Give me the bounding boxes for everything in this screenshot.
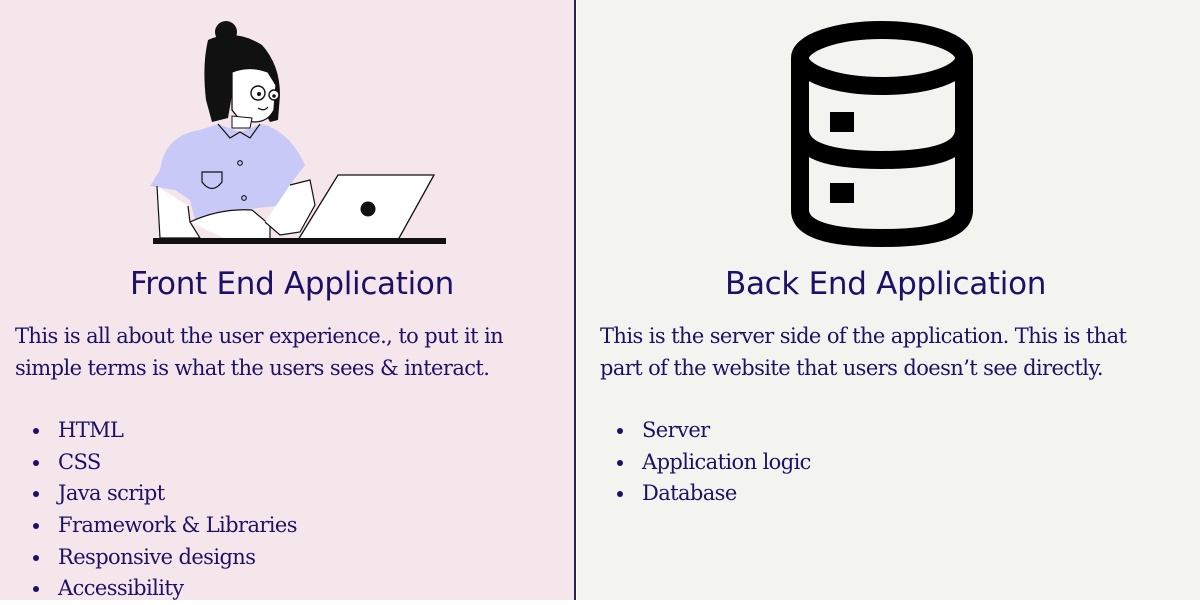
list-item: Server [617, 415, 811, 447]
list-item: Database [617, 478, 811, 510]
back-end-description-line1: This is the server side of the applicati… [600, 324, 1127, 348]
back-end-description-line2: part of the website that users doesn’t s… [600, 356, 1104, 380]
person-at-laptop-illustration [150, 21, 446, 244]
list-item: HTML [33, 415, 297, 447]
front-end-list: HTML CSS Java script Framework & Librari… [33, 415, 298, 605]
list-item: CSS [33, 447, 297, 479]
back-end-title: Back End Application [725, 266, 1047, 302]
list-item: Java script [33, 478, 297, 510]
back-end-list: Server Application logic Database [617, 415, 811, 510]
front-end-description-line2: simple terms is what the users sees & in… [15, 356, 490, 380]
list-item: Application logic [617, 447, 811, 479]
divider [574, 0, 576, 600]
database-icon [791, 21, 973, 248]
front-end-description-line1: This is all about the user experience., … [15, 324, 504, 348]
front-end-title: Front End Application [130, 266, 454, 302]
list-item: Responsive designs [33, 542, 297, 574]
list-item: Accessibility [33, 573, 297, 605]
back-end-panel: Back End Application This is the server … [577, 0, 1200, 600]
list-item: Framework & Libraries [33, 510, 298, 542]
front-end-panel: Front End Application This is all about … [0, 0, 575, 600]
